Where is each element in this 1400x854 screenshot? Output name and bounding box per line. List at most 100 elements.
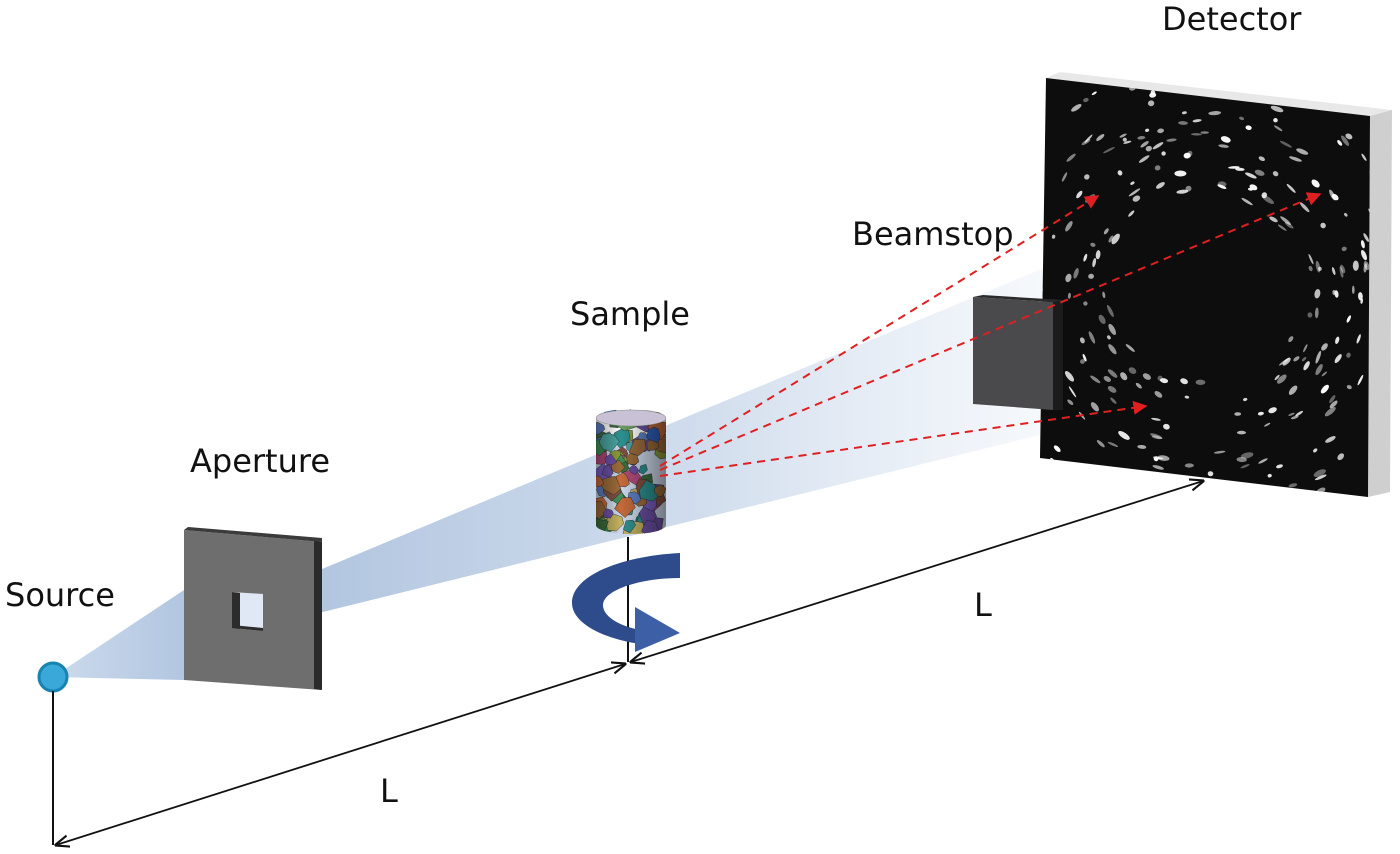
diffraction-spot [1128, 188, 1141, 197]
diffraction-spot [1068, 386, 1077, 398]
diffraction-spot [1157, 455, 1170, 461]
diffraction-spot [1082, 353, 1087, 362]
diffraction-spot [1163, 423, 1170, 430]
diffraction-spot [1272, 171, 1279, 177]
diffraction-spot [1011, 135, 1024, 148]
diffraction-spot [1245, 125, 1252, 131]
diffraction-spot [1311, 179, 1320, 188]
diffraction-spot [1312, 448, 1318, 453]
diffraction-spot [1142, 373, 1151, 380]
diffraction-spot [1289, 156, 1302, 162]
diffraction-spot [1237, 430, 1246, 435]
diffraction-spot [985, 168, 993, 176]
diffraction-spot [1301, 357, 1307, 362]
diffraction-spot [1331, 267, 1336, 276]
diffraction-spot [1151, 417, 1161, 421]
diffraction-spot [1288, 79, 1296, 85]
rotation-arrow-icon [572, 553, 680, 652]
diffraction-spot [1066, 153, 1076, 162]
diffraction-spot [1103, 146, 1115, 154]
diffraction-spot [1053, 445, 1061, 453]
diffraction-spot [1357, 374, 1364, 386]
diffraction-spot [1392, 322, 1398, 330]
diffraction-spot [1157, 128, 1164, 134]
diffraction-spot [1135, 382, 1142, 389]
diffraction-spot [1234, 412, 1242, 416]
diffraction-spot [1095, 250, 1101, 260]
detector-side [1368, 110, 1392, 497]
diffraction-spot [1239, 116, 1245, 121]
diffraction-spot [1346, 315, 1352, 323]
diffraction-spot [1106, 304, 1114, 318]
diffraction-spot [1321, 343, 1328, 351]
diffraction-spot [1220, 136, 1231, 143]
diffraction-spot [1200, 131, 1209, 134]
distance-label-2: L [974, 586, 992, 624]
diffraction-spot [1108, 235, 1114, 243]
diffraction-spot [1149, 92, 1157, 98]
incident-beam-cone [53, 590, 184, 680]
diffraction-spot [1122, 137, 1127, 142]
diffraction-spot [1290, 415, 1299, 420]
diffraction-spot [1155, 182, 1165, 189]
diffraction-spot [1245, 172, 1257, 179]
diffraction-spot [1274, 374, 1280, 381]
diffraction-spot [1334, 290, 1339, 298]
diffraction-spot [1361, 153, 1367, 161]
diffraction-spot [1084, 174, 1090, 180]
diffracted-ray [659, 400, 1148, 477]
diffraction-spot [1181, 111, 1187, 115]
diffraction-spot [1096, 134, 1105, 141]
diffraction-spot [1280, 216, 1291, 225]
diffraction-spot [1154, 165, 1161, 171]
diffraction-spot [1213, 450, 1226, 454]
diffraction-spot [1273, 125, 1283, 132]
diffraction-spot [1187, 490, 1201, 495]
diffraction-spot [1130, 181, 1135, 185]
diffraction-spot [1329, 400, 1338, 409]
diffraction-spot [1352, 285, 1355, 295]
distance-label-1: L [380, 772, 398, 810]
diffraction-spot [1270, 105, 1284, 113]
diffraction-spot [1118, 430, 1130, 440]
diffraction-spot [1293, 356, 1300, 362]
diffraction-spot [1341, 135, 1350, 146]
diffraction-spot [1147, 100, 1155, 107]
diffraction-spot [1084, 134, 1093, 144]
diffraction-spot [1315, 364, 1323, 376]
diffraction-spot [1340, 264, 1346, 274]
detector [985, 64, 1399, 514]
source [37, 661, 69, 693]
diffraction-spot [1107, 441, 1119, 447]
diffraction-spot [1145, 145, 1152, 152]
diffraction-spot [1314, 474, 1327, 481]
diffraction-spot [1248, 508, 1261, 514]
diffraction-spot [1268, 69, 1274, 75]
diffraction-spot [1198, 488, 1205, 494]
diffraction-spot [1215, 482, 1222, 489]
aperture [184, 527, 322, 690]
diffraction-spot [1356, 334, 1361, 344]
diffraction-spot [1125, 344, 1135, 352]
diffraction-spot [1236, 457, 1247, 463]
diffraction-spot [1320, 222, 1326, 229]
diffraction-spot [1153, 456, 1159, 462]
diffraction-spot [1166, 138, 1177, 142]
diffraction-spot [999, 259, 1004, 271]
diffraction-spot [1352, 260, 1359, 271]
diffraction-spot [1000, 172, 1005, 177]
diffraction-spot [1392, 296, 1399, 309]
diffraction-spot [1269, 216, 1278, 223]
diffraction-spot [1295, 410, 1304, 417]
diffraction-spot [1184, 395, 1190, 399]
diffraction-spot [1123, 140, 1132, 144]
diffraction-spot [1192, 119, 1202, 123]
diffraction-spot [1107, 385, 1117, 393]
diffraction-spot [1345, 133, 1353, 140]
diffraction-spot [1108, 344, 1117, 355]
diffraction-spot [1137, 64, 1145, 68]
diffraction-spot [1303, 361, 1310, 371]
diffraction-spot [1357, 292, 1363, 301]
diffraction-spot [1137, 444, 1147, 449]
sample [595, 409, 667, 534]
